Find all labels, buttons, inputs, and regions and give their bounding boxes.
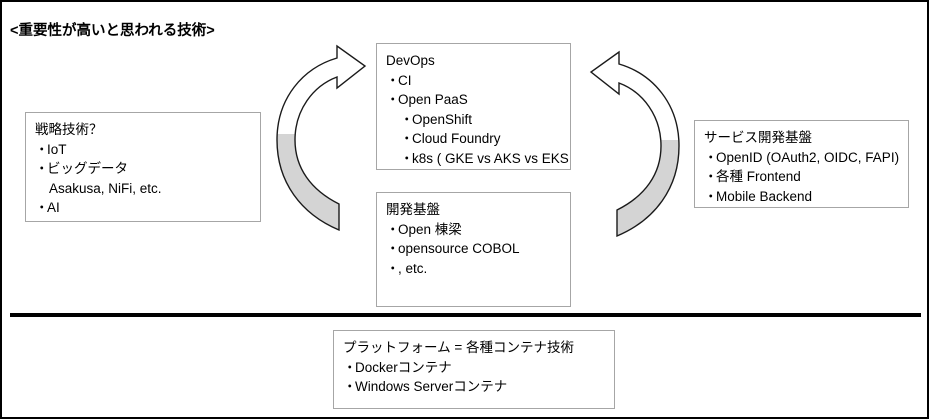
list-item-label: 各種 Frontend — [716, 169, 801, 184]
list-item: ・Dockerコンテナ — [343, 358, 614, 378]
list-item-label: k8s ( GKE vs AKS vs EKS — [412, 150, 569, 166]
bullet: ・ — [343, 359, 357, 375]
list-item: ・CI — [386, 71, 570, 91]
bullet: ・ — [704, 149, 718, 165]
section-divider — [10, 313, 921, 317]
list-item-label: opensource COBOL — [398, 241, 520, 256]
bullet: ・ — [400, 111, 414, 127]
box-platform: プラットフォーム = 各種コンテナ技術 ・Dockerコンテナ ・Windows… — [333, 330, 615, 409]
bullet: ・ — [704, 188, 718, 204]
bullet: ・ — [35, 161, 49, 176]
list-item: ・opensource COBOL — [386, 239, 570, 259]
list-item-label: Open 棟梁 — [398, 221, 462, 237]
box-service-development-base-title: サービス開発基盤 — [704, 130, 812, 145]
list-item-label: Asakusa, NiFi, etc. — [49, 180, 162, 196]
list-item: ・Open PaaS — [386, 90, 570, 110]
list-item: Asakusa, NiFi, etc. — [35, 179, 260, 199]
list-item-label: Windows Serverコンテナ — [355, 379, 508, 394]
bullet: ・ — [386, 72, 400, 88]
bullet: ・ — [386, 92, 400, 107]
box-development-base: 開発基盤 ・Open 棟梁 ・opensource COBOL ・, etc. — [376, 192, 571, 307]
bullet: ・ — [343, 379, 357, 394]
box-strategy: 戦略技術？ ・IoT ・ビッグデータ Asakusa, NiFi, etc. ・… — [25, 112, 261, 222]
list-item: ・Mobile Backend — [704, 187, 908, 207]
page-title: <重要性が高いと思われる技術> — [10, 23, 215, 39]
bullet: ・ — [386, 221, 400, 237]
bullet: ・ — [35, 200, 49, 215]
list-item: ・IoT — [35, 140, 260, 160]
box-development-base-title: 開発基盤 — [386, 202, 440, 217]
bullet: ・ — [400, 150, 414, 166]
list-item: ・Cloud Foundry — [386, 129, 570, 149]
bullet: ・ — [386, 260, 400, 276]
list-item-label: CI — [398, 72, 412, 88]
box-devops: DevOps ・CI ・Open PaaS ・OpenShift ・Cloud … — [376, 43, 571, 170]
list-item: ・k8s ( GKE vs AKS vs EKS — [386, 149, 570, 169]
list-item-label: Open PaaS — [398, 92, 468, 107]
list-item-label: AI — [47, 200, 60, 215]
bullet: ・ — [35, 141, 49, 157]
box-service-development-base: サービス開発基盤 ・OpenID (OAuth2, OIDC, FAPI) ・各… — [694, 120, 909, 208]
list-item: ・, etc. — [386, 259, 570, 279]
list-item-label: OpenShift — [412, 111, 473, 127]
list-item: ・OpenShift — [386, 110, 570, 130]
list-item: ・OpenID (OAuth2, OIDC, FAPI) — [704, 148, 908, 168]
list-item-label: , etc. — [398, 260, 428, 276]
list-item: ・各種 Frontend — [704, 167, 908, 187]
curved-arrow-up-right-icon — [276, 44, 367, 232]
list-item: ・Windows Serverコンテナ — [343, 377, 614, 397]
bullet: ・ — [704, 169, 718, 184]
list-item-label: ビッグデータ — [47, 161, 128, 176]
list-item-label: OpenID (OAuth2, OIDC, FAPI) — [716, 149, 900, 165]
curved-arrow-up-left-icon — [589, 50, 680, 238]
bullet: ・ — [386, 241, 400, 256]
box-devops-title: DevOps — [386, 53, 435, 68]
list-item: ・Open 棟梁 — [386, 220, 570, 240]
list-item-label: IoT — [47, 141, 67, 157]
list-item-label: Mobile Backend — [716, 188, 813, 204]
list-item-label: Cloud Foundry — [412, 131, 501, 146]
list-item: ・ビッグデータ — [35, 159, 260, 179]
list-item: ・AI — [35, 198, 260, 218]
box-strategy-title: 戦略技術？ — [35, 122, 103, 137]
box-platform-title: プラットフォーム = 各種コンテナ技術 — [343, 340, 574, 355]
bullet: ・ — [400, 131, 414, 146]
list-item-label: Dockerコンテナ — [355, 359, 452, 375]
